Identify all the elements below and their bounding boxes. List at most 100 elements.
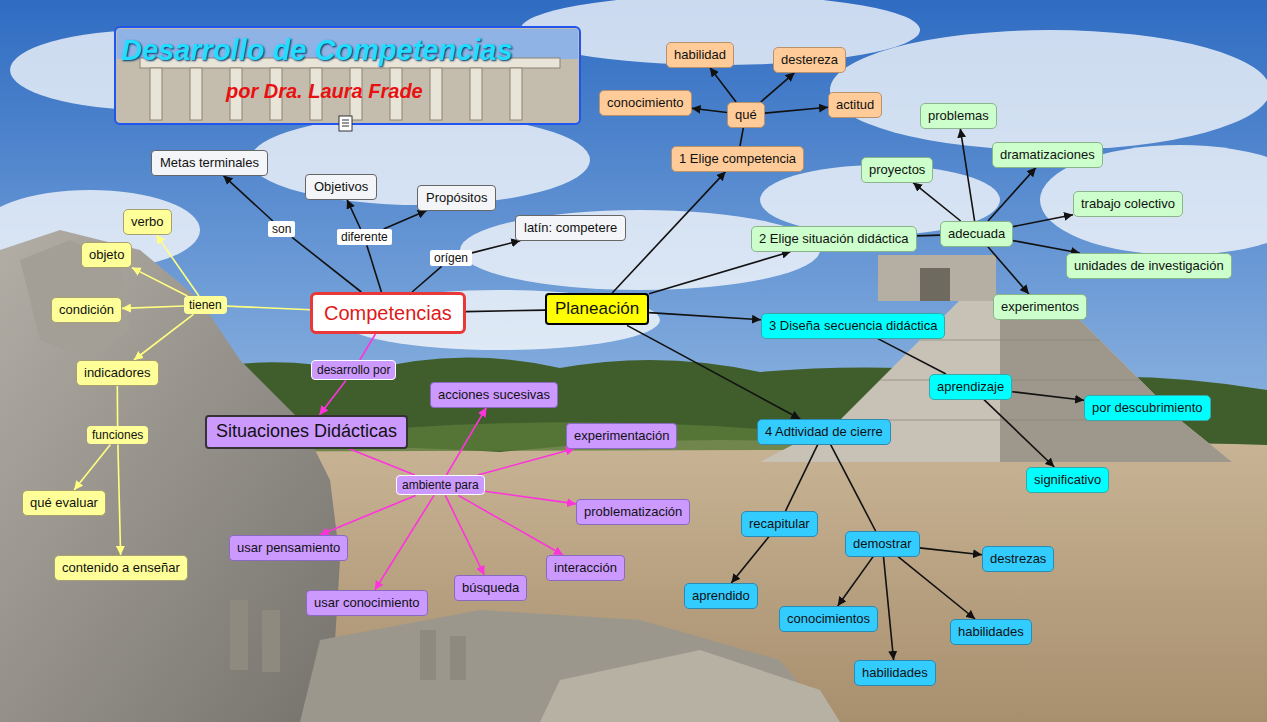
concept-text: recapitular (749, 516, 810, 532)
connector (227, 306, 310, 310)
concept-text: desarrollo por (317, 363, 390, 377)
concept-text: Objetivos (314, 179, 368, 195)
connector (960, 129, 974, 221)
concept-text: dramatizaciones (1000, 147, 1095, 163)
connector (1012, 392, 1084, 401)
author-label: por Dra. Laura Frade (226, 80, 423, 103)
concept-box: experimentos (993, 294, 1087, 320)
concept-text: Competencias (324, 301, 452, 325)
connector (786, 445, 818, 511)
concept-box: contenido a enseñar (54, 555, 188, 581)
connector (920, 548, 983, 555)
concept-text: experimentos (1001, 299, 1079, 315)
concept-text: adecuada (948, 226, 1005, 242)
concept-text: acciones sucesivas (438, 387, 550, 403)
concept-text: condición (59, 302, 114, 318)
concept-box: Competencias (310, 292, 466, 334)
connector (913, 183, 961, 221)
concept-box: por descubrimiento (1084, 395, 1211, 421)
concept-box: habilidades (854, 660, 936, 686)
concept-box: usar conocimiento (306, 590, 428, 616)
concept-text: experimentación (574, 428, 669, 444)
concept-box: proyectos (861, 157, 933, 183)
concept-text: conocimiento (607, 95, 684, 111)
concept-box: interacción (546, 555, 625, 581)
concept-text: problemas (928, 108, 989, 124)
concept-text: verbo (131, 214, 164, 230)
concept-box: objeto (81, 242, 132, 268)
connector (223, 176, 272, 221)
concept-text: tienen (189, 298, 222, 312)
concept-box: conocimientos (779, 606, 878, 632)
concept-text: 3 Diseña secuencia didáctica (769, 318, 937, 334)
concept-box: significativo (1026, 467, 1109, 493)
concept-box: indicadores (76, 360, 159, 386)
concept-text: objeto (89, 247, 124, 263)
concept-box: usar pensamiento (229, 535, 348, 561)
concept-text: unidades de investigación (1074, 258, 1224, 274)
concept-box: 2 Elige situación didáctica (751, 226, 917, 252)
connector (649, 313, 761, 320)
concept-text: conocimientos (787, 611, 870, 627)
connector (156, 235, 199, 296)
concept-text: 4 Adtividad de cierre (765, 424, 883, 440)
connector (884, 557, 894, 660)
concept-box: latín: competere (515, 215, 626, 241)
concept-text: Planeación (555, 299, 639, 319)
concept-text: demostrar (853, 536, 912, 552)
concept-text: funciones (92, 428, 143, 442)
concept-text: usar conocimiento (314, 595, 420, 611)
concept-box: Planeación (545, 293, 649, 325)
concept-box: condición (51, 297, 122, 323)
connector (320, 495, 416, 535)
connector (988, 168, 1036, 221)
connector (710, 68, 736, 102)
concept-text: aprendido (692, 588, 750, 604)
concept-text: habilidades (862, 665, 928, 681)
connector (472, 241, 520, 253)
concept-box: 3 Diseña secuencia didáctica (761, 313, 945, 339)
connector (118, 444, 121, 555)
concept-box: dramatizaciones (992, 142, 1103, 168)
connector (1013, 215, 1073, 227)
concept-box: búsqueda (454, 575, 527, 601)
connector (878, 339, 946, 374)
connector (446, 408, 486, 475)
concept-text: trabajo colectivo (1081, 196, 1175, 212)
connector (612, 172, 725, 293)
connector (898, 557, 975, 619)
concept-text: significativo (1034, 472, 1101, 488)
concept-text: orígen (434, 251, 468, 265)
concept-text: Propósitos (426, 190, 487, 206)
concept-text: proyectos (869, 162, 925, 178)
concept-box: adecuada (940, 221, 1013, 247)
concept-box: aprendizaje (929, 374, 1012, 400)
connector (412, 266, 442, 292)
connector (132, 268, 188, 296)
connector (740, 128, 743, 146)
concept-box: aprendido (684, 583, 758, 609)
concept-box: problematización (576, 499, 690, 525)
connector (122, 306, 184, 308)
concept-box: habilidades (950, 619, 1032, 645)
concept-text: indicadores (84, 365, 151, 381)
concept-box: ambiente para (396, 475, 485, 495)
concept-text: latín: competere (524, 220, 617, 236)
concept-box: Propósitos (417, 185, 496, 211)
concept-box: destereza (773, 47, 846, 73)
concept-box: trabajo colectivo (1073, 191, 1183, 217)
connector (765, 107, 828, 113)
concept-text: actitud (836, 97, 874, 113)
connector (649, 252, 791, 294)
concept-text: qué evaluar (30, 495, 98, 511)
concept-box: Metas terminales (151, 150, 268, 176)
connector (367, 245, 382, 292)
connector (984, 400, 1054, 467)
concept-box: Objetivos (305, 174, 377, 200)
concept-box: qué (727, 102, 765, 128)
connector (445, 495, 484, 575)
concept-text: aprendizaje (937, 379, 1004, 395)
concept-box: problemas (920, 103, 997, 129)
concept-box: actitud (828, 92, 882, 118)
concept-text: problematización (584, 504, 682, 520)
